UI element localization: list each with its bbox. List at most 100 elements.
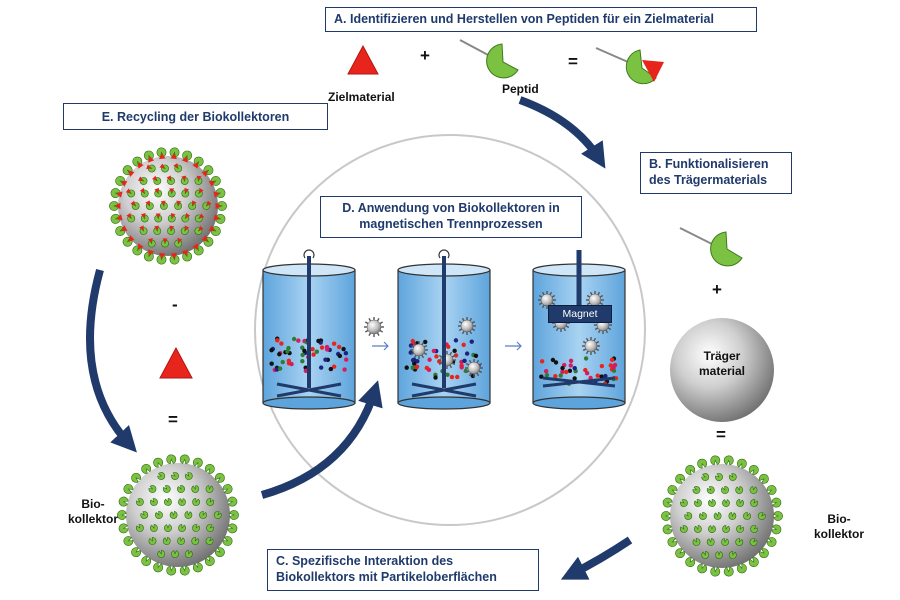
peptide-mark (156, 147, 167, 160)
peptide-mark (206, 498, 214, 506)
particle (452, 348, 457, 354)
peptide-mark (766, 537, 777, 547)
particle (572, 365, 577, 371)
target-triangle-left (159, 346, 193, 379)
peptide-mark (123, 536, 134, 546)
peptide-mark (167, 188, 176, 198)
step-c-box: C. Spezifische Interaktion des Biokollek… (267, 549, 539, 591)
peptide-mark (188, 200, 197, 210)
peptide-mark (126, 212, 136, 223)
peptide-mark (680, 525, 688, 533)
peptide-mark (154, 213, 163, 223)
peptide-mark (110, 188, 123, 198)
peptide-mark (148, 537, 157, 545)
particle (462, 358, 467, 364)
peptide-mark (229, 510, 239, 520)
peptide-mark (132, 156, 144, 169)
particle (324, 347, 330, 352)
particle (553, 360, 559, 365)
particle (285, 349, 290, 354)
peptide-mark (155, 511, 163, 519)
peptide-mark (708, 525, 716, 533)
peptide-mark (750, 499, 758, 507)
peptide-mark (184, 550, 193, 558)
peptide-mark (722, 525, 730, 533)
particle (584, 371, 590, 376)
peptide-mark (675, 473, 685, 484)
particle (300, 352, 305, 358)
particle (318, 365, 324, 370)
particle (423, 339, 428, 345)
particle (277, 366, 283, 371)
peptide-mark (208, 225, 221, 236)
step-e-text: E. Recycling der Biokollektoren (101, 110, 290, 124)
peptide-mark (166, 175, 175, 185)
step-e-box: E. Recycling der Biokollektoren (63, 103, 328, 130)
peptide-mark (215, 201, 227, 211)
peptide-mark (147, 237, 156, 248)
plus-symbol-top: + (420, 46, 430, 65)
peptide-mark (675, 548, 685, 559)
tank (262, 249, 356, 410)
stirrer-blade (276, 382, 342, 398)
particle (328, 366, 334, 372)
particle (415, 358, 420, 364)
peptide-mark (692, 486, 701, 494)
tank-bottom (397, 396, 491, 410)
step-a-box: A. Identifizieren und Herstellen von Pep… (325, 7, 757, 32)
peptide-mark (166, 565, 177, 576)
particle (316, 338, 321, 344)
step-c-line1: C. Spezifische Interaktion des (276, 554, 454, 568)
peptide-mark (181, 249, 193, 262)
peptide-mark (141, 556, 152, 566)
peptide-mark (194, 175, 203, 185)
peptide-mark (192, 524, 200, 532)
peptide-bound-target (642, 60, 664, 82)
peptide-mark (205, 485, 214, 493)
peptide-mark (684, 512, 693, 520)
step-b-line1: B. Funktionalisieren (649, 157, 769, 171)
peptide-mark (194, 225, 204, 235)
peptide-mark (213, 214, 226, 224)
small-biocollector (410, 341, 428, 359)
peptide-mark (184, 472, 193, 480)
peptide-mark (715, 551, 723, 559)
peptide-mark (728, 551, 737, 559)
peptide-mark (194, 213, 205, 223)
peptide-mark (685, 465, 696, 475)
particle (445, 372, 450, 377)
peptide-mark (125, 188, 136, 198)
label-traeger-line2: material (698, 364, 746, 378)
peptide-mark (174, 237, 183, 248)
peptide-mark (759, 548, 769, 559)
peptide-right-stalk (679, 227, 713, 245)
biocollector-sphere-right (661, 455, 783, 577)
tank-bottom (532, 396, 626, 410)
peptide-mark (723, 455, 734, 466)
peptide-mark (715, 473, 723, 481)
label-biokollektor-left-1: Bio- (81, 497, 105, 511)
peptide-mark (206, 524, 215, 532)
tank (532, 250, 626, 410)
particle (455, 374, 460, 380)
particle (459, 365, 464, 370)
particle (550, 357, 556, 363)
peptide-mark (757, 512, 766, 520)
biocollector-sphere-left (117, 454, 239, 576)
peptide-mark (759, 473, 769, 484)
peptide-mark (169, 252, 180, 265)
tank-bottom (262, 396, 356, 410)
particle (341, 346, 346, 352)
particle (560, 365, 565, 371)
peptide-right (710, 231, 743, 267)
peptide-mark (174, 200, 182, 210)
peptide-mark (201, 165, 214, 177)
peptide-mark (118, 523, 129, 534)
tank (397, 249, 491, 410)
peptide-mark (213, 188, 226, 198)
particle (473, 353, 479, 359)
peptide-mark (735, 538, 744, 546)
particle (434, 354, 439, 359)
particle (337, 353, 343, 359)
peptide-mark (131, 472, 141, 483)
